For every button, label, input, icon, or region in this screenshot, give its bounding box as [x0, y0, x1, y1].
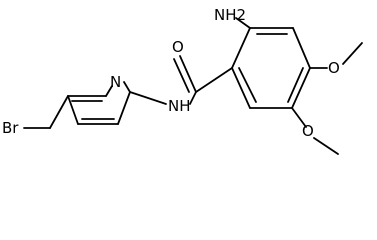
bond: [195, 67, 233, 93]
carbonyl-oxygen-label: O: [172, 38, 184, 56]
pyridine-ring: [49, 81, 131, 129]
bond: [287, 67, 304, 103]
structure-canvas: NH2 O NH N Br O O: [2, 6, 363, 155]
bond: [117, 91, 131, 125]
amide-linkage: [129, 55, 233, 105]
upper-methoxy: [309, 42, 363, 69]
bond: [105, 85, 113, 97]
bond: [291, 67, 311, 109]
bond: [123, 81, 131, 93]
bond: [291, 107, 307, 128]
bond: [292, 27, 311, 69]
pyridine-nitrogen-label: N: [110, 73, 121, 91]
bond: [189, 91, 197, 105]
benzene-ring: [231, 27, 311, 109]
lower-methoxy: [291, 107, 339, 155]
amide-nitrogen-label: NH: [168, 97, 191, 115]
bond: [231, 27, 251, 69]
methoxy-oxygen-lower-label: O: [302, 122, 314, 140]
methoxy-oxygen-upper-label: O: [328, 59, 340, 77]
bromine-label: Br: [2, 119, 19, 137]
amino-substituent: [235, 17, 251, 29]
bond: [173, 58, 190, 93]
bond: [313, 137, 339, 155]
amino-label: NH2: [214, 6, 246, 24]
molecule-structure: NH2 O NH N Br O O: [2, 6, 363, 155]
bond: [49, 95, 69, 129]
bond: [129, 91, 167, 105]
bond: [179, 55, 197, 93]
bond: [67, 95, 79, 125]
bond: [238, 67, 257, 103]
bond: [231, 67, 251, 109]
bond: [342, 42, 363, 65]
bond: [235, 17, 251, 29]
